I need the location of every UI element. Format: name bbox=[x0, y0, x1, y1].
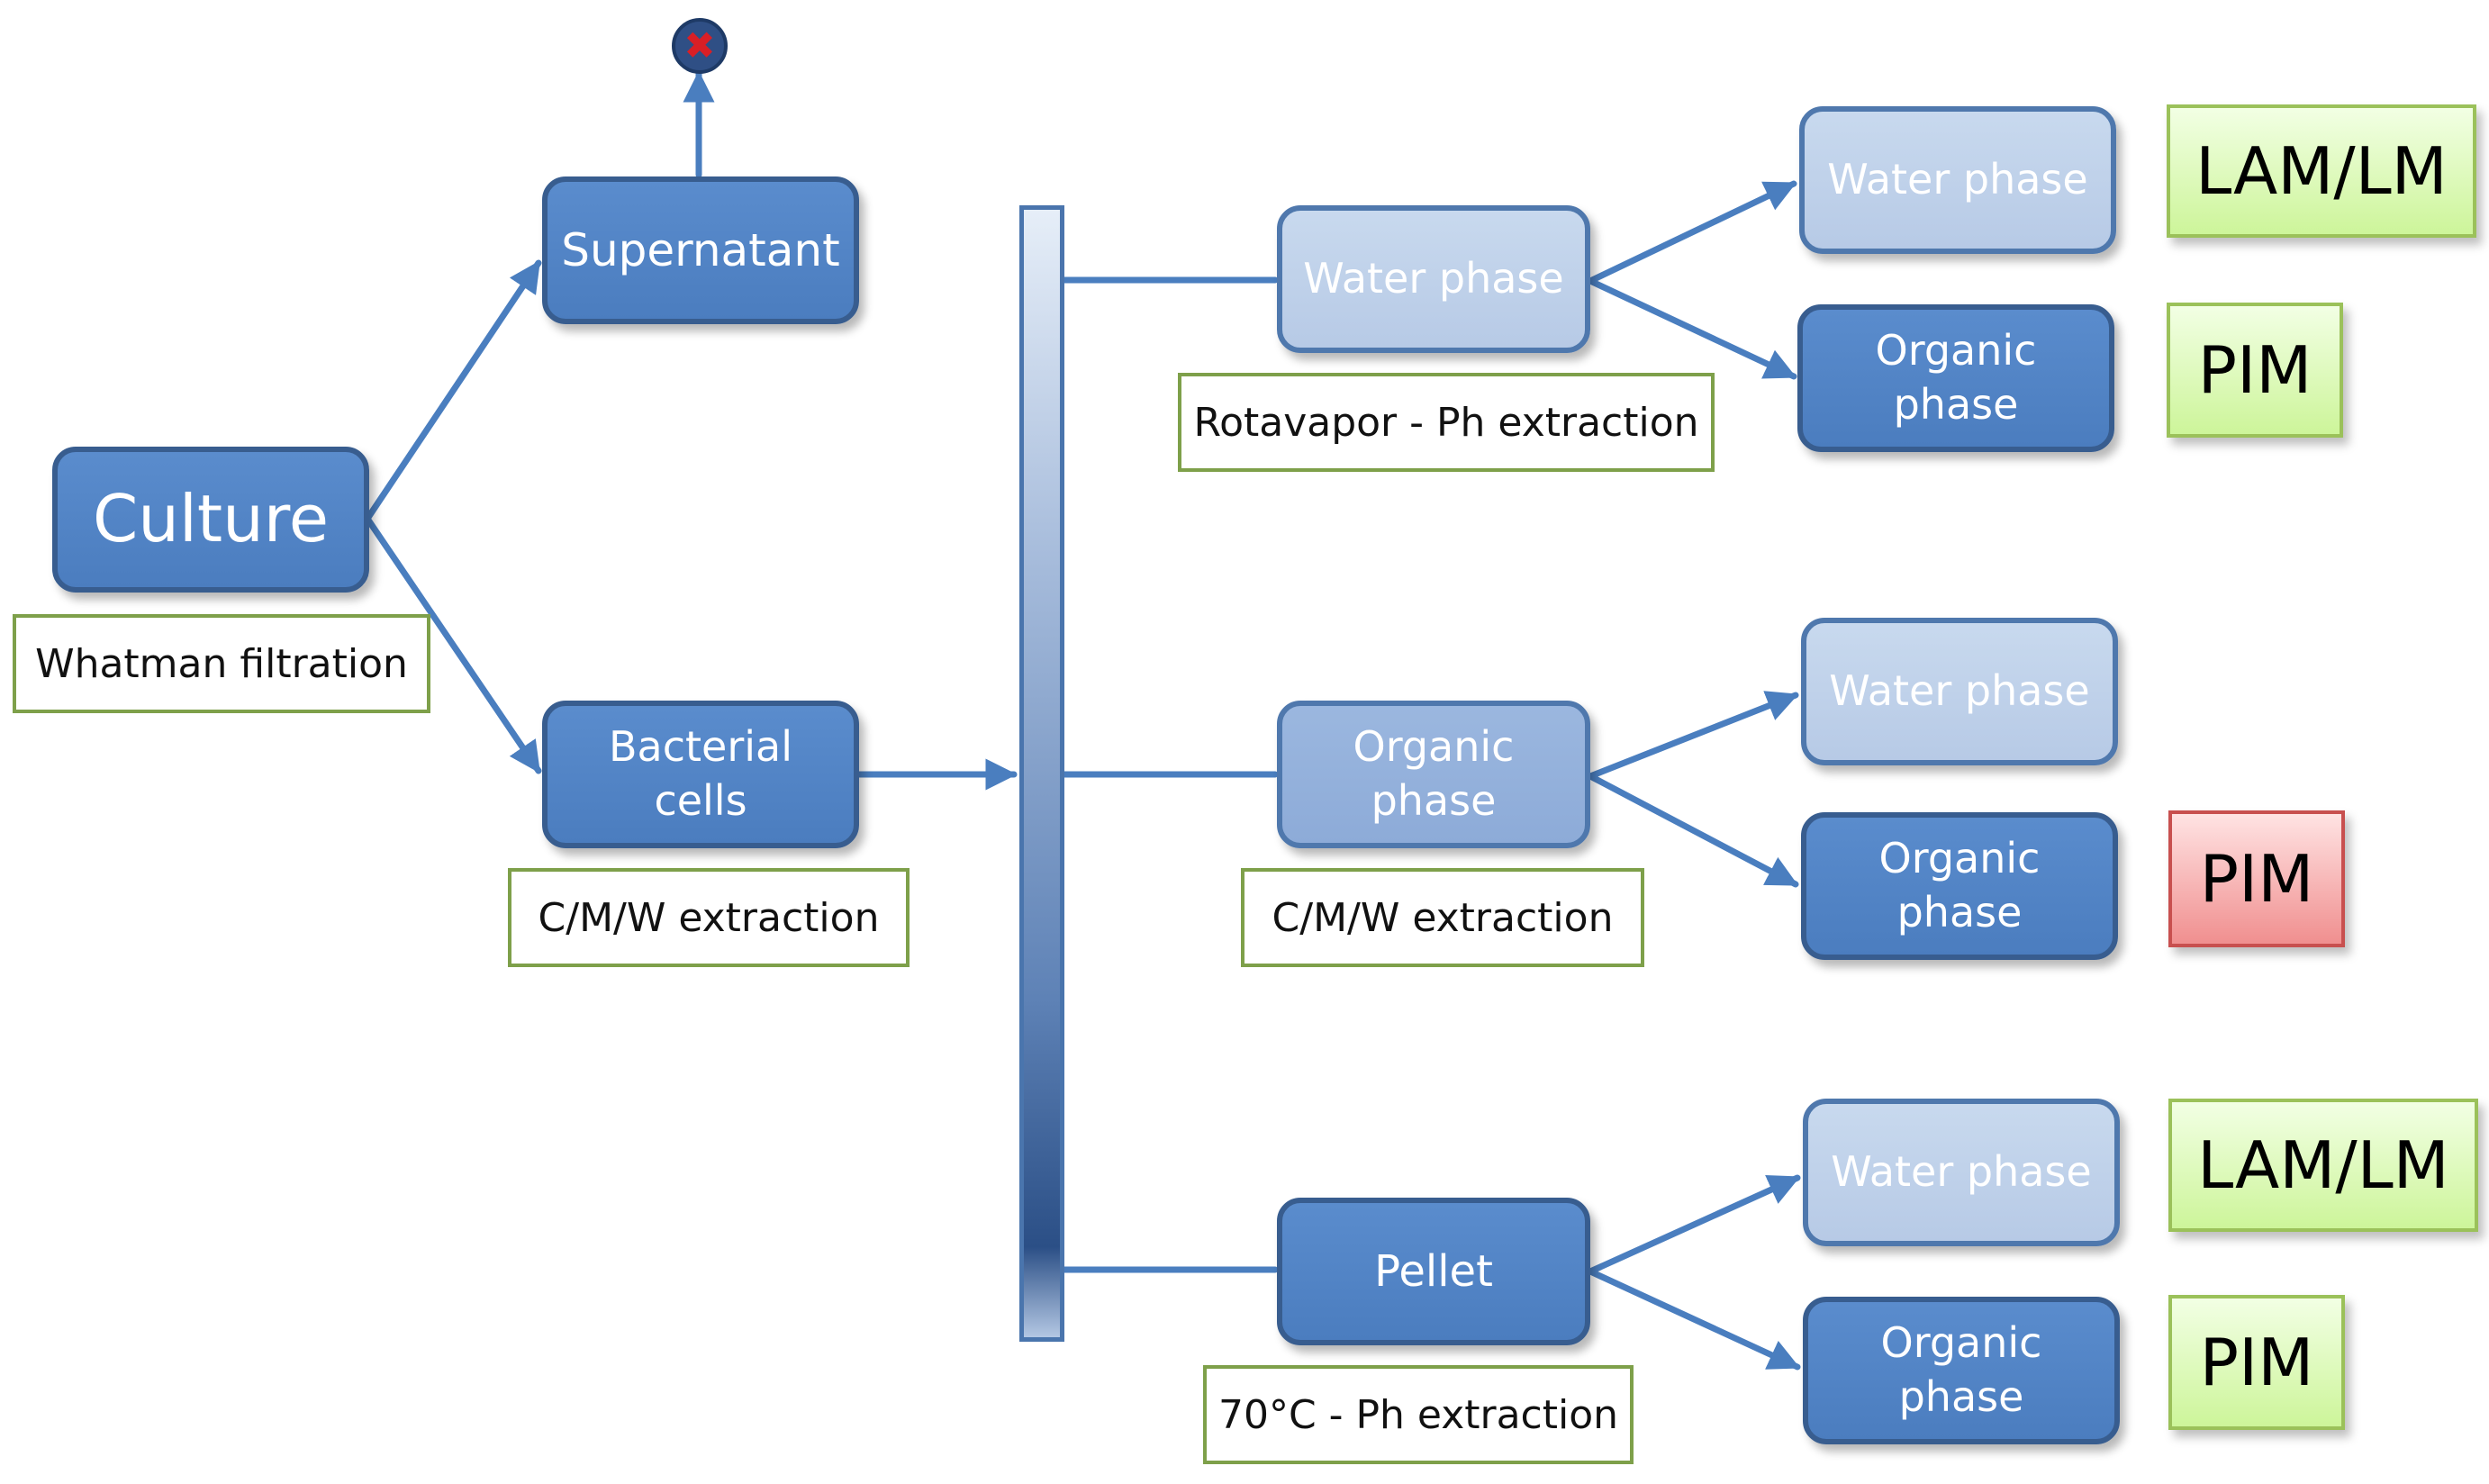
top-organic-phase-label-line1: Organic bbox=[1875, 326, 2037, 376]
rotavapor-note: Rotavapor - Ph extraction bbox=[1178, 373, 1715, 472]
water-phase-node: Water phase bbox=[1277, 205, 1590, 353]
bot-water-phase-node: Water phase bbox=[1803, 1099, 2120, 1246]
bot-organic-phase-label-line2: phase bbox=[1898, 1372, 2024, 1421]
arrow-pellet-to-bot-organic bbox=[1587, 1268, 1801, 1371]
ph70-extraction-label: 70°C - Ph extraction bbox=[1217, 1391, 1619, 1438]
whatman-filtration-note: Whatman filtration bbox=[13, 614, 430, 713]
supernatant-node: Supernatant bbox=[542, 176, 859, 324]
result-pim-bottom: PIM bbox=[2168, 1295, 2345, 1430]
organic-phase-label-line1: Organic bbox=[1353, 722, 1515, 772]
bacterial-cells-label-line1: Bacterial bbox=[608, 722, 793, 772]
pellet-node: Pellet bbox=[1277, 1198, 1590, 1345]
top-water-phase-label: Water phase bbox=[1827, 155, 2088, 204]
bacterial-cells-label-line2: cells bbox=[654, 776, 747, 825]
mid-water-phase-label: Water phase bbox=[1829, 666, 2090, 716]
result-lam-lm-top: LAM/LM bbox=[2167, 104, 2476, 238]
mid-organic-phase-node: Organic phase bbox=[1801, 812, 2118, 960]
arrow-organic-to-mid-water bbox=[1587, 691, 1799, 780]
bacterial-cells-node: Bacterial cells bbox=[542, 701, 859, 848]
cmw-extraction-note-1: C/M/W extraction bbox=[508, 868, 910, 967]
arrow-culture-to-supernatant bbox=[364, 259, 542, 522]
cmw-extraction-label-1: C/M/W extraction bbox=[538, 894, 880, 941]
result-pim-top: PIM bbox=[2167, 303, 2343, 438]
ph70-extraction-note: 70°C - Ph extraction bbox=[1203, 1365, 1634, 1464]
result-lam-lm-bottom: LAM/LM bbox=[2168, 1099, 2478, 1232]
bot-organic-phase-node: Organic phase bbox=[1803, 1297, 2120, 1444]
mid-organic-phase-label-line2: phase bbox=[1896, 888, 2023, 937]
arrow-culture-to-bacterial-cells bbox=[364, 515, 542, 774]
fractionation-bar bbox=[1019, 205, 1064, 1342]
rotavapor-label: Rotavapor - Ph extraction bbox=[1193, 399, 1699, 446]
arrow-pellet-to-bot-water bbox=[1587, 1174, 1801, 1275]
arrow-water-to-top-organic bbox=[1587, 277, 1797, 380]
supernatant-label: Supernatant bbox=[561, 223, 840, 276]
organic-phase-label-line2: phase bbox=[1371, 776, 1497, 825]
top-water-phase-node: Water phase bbox=[1799, 106, 2116, 254]
culture-label: Culture bbox=[92, 481, 330, 557]
result-pim-bottom-label: PIM bbox=[2199, 1325, 2314, 1400]
mid-organic-phase-label-line1: Organic bbox=[1878, 834, 2041, 883]
culture-node: Culture bbox=[52, 447, 369, 593]
arrow-organic-to-mid-organic bbox=[1587, 773, 1799, 888]
top-organic-phase-node: Organic phase bbox=[1797, 304, 2114, 452]
cmw-extraction-note-2: C/M/W extraction bbox=[1241, 868, 1644, 967]
bot-water-phase-label: Water phase bbox=[1831, 1147, 2092, 1197]
arrow-water-to-top-water bbox=[1587, 180, 1797, 285]
result-pim-top-label: PIM bbox=[2197, 332, 2313, 408]
whatman-filtration-label: Whatman filtration bbox=[35, 640, 408, 687]
cmw-extraction-label-2: C/M/W extraction bbox=[1272, 894, 1614, 941]
bot-organic-phase-label-line1: Organic bbox=[1880, 1318, 2042, 1368]
organic-phase-node: Organic phase bbox=[1277, 701, 1590, 848]
top-organic-phase-label-line2: phase bbox=[1893, 380, 2019, 429]
result-pim-mid-label: PIM bbox=[2199, 841, 2314, 917]
stop-icon: ✖ bbox=[672, 18, 728, 74]
result-lam-lm-top-label: LAM/LM bbox=[2195, 133, 2448, 209]
water-phase-label: Water phase bbox=[1303, 254, 1564, 303]
pellet-label: Pellet bbox=[1374, 1245, 1493, 1297]
result-pim-mid: PIM bbox=[2168, 810, 2345, 947]
mid-water-phase-node: Water phase bbox=[1801, 618, 2118, 765]
result-lam-lm-bottom-label: LAM/LM bbox=[2197, 1127, 2449, 1203]
